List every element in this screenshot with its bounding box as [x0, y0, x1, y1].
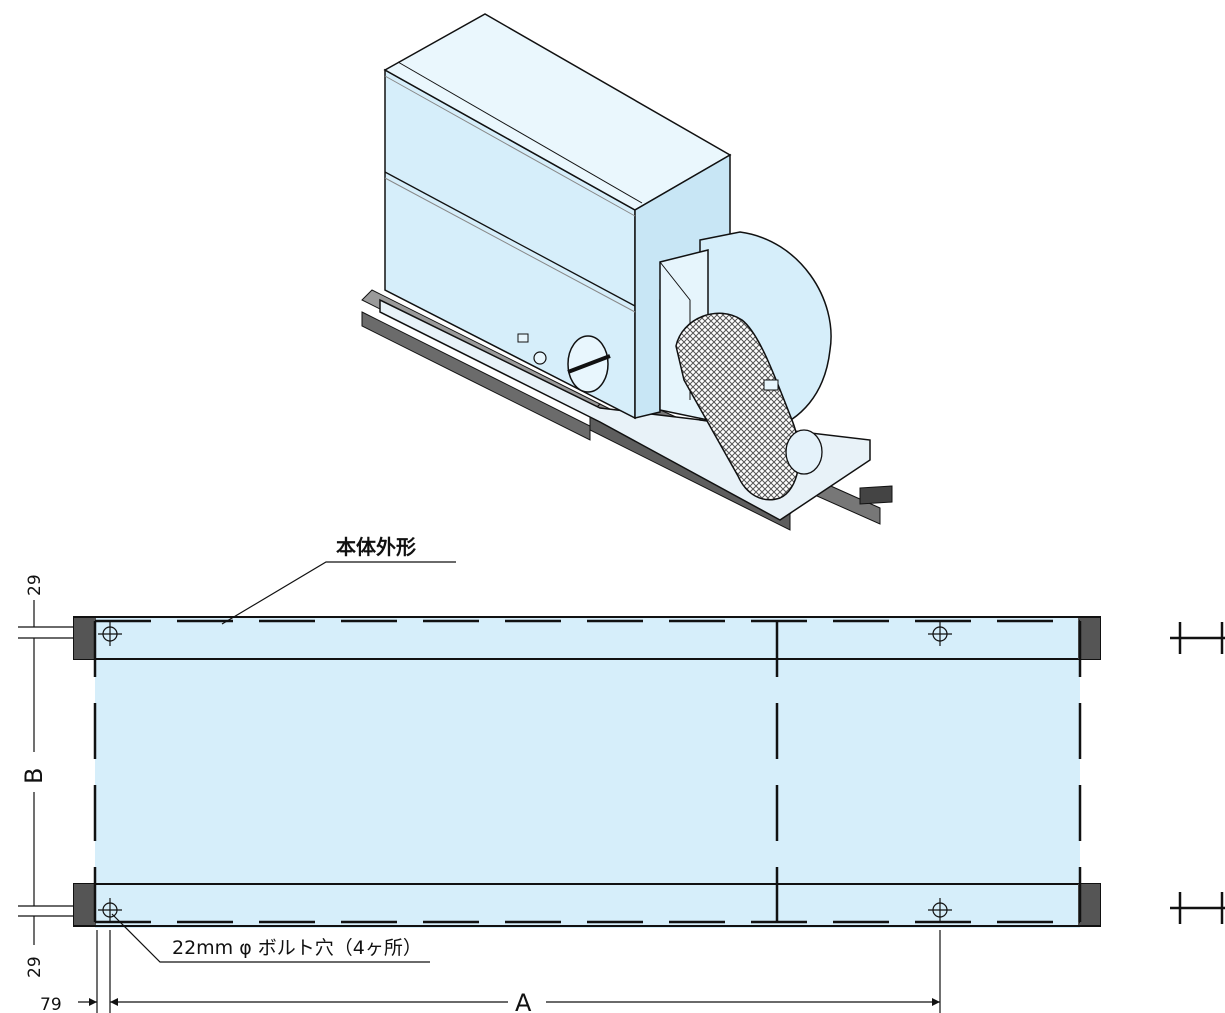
- bolt-hole-crosshair-icon: [928, 898, 952, 922]
- body-outline-area: [95, 620, 1080, 928]
- body-outline-label: 本体外形: [336, 535, 416, 559]
- bolt-hole-crosshair-icon: [928, 622, 952, 646]
- rail-bottom: [73, 883, 1101, 927]
- bolt-hole-label: 22mm φ ボルト穴（4ヶ所）: [172, 937, 422, 959]
- dim-span-a: A: [515, 989, 532, 1013]
- motor: [785, 429, 823, 475]
- h-beam-icon: [1170, 892, 1225, 924]
- h-beam-icon: [1170, 622, 1225, 654]
- bolt-hole-leader: 22mm φ ボルト穴（4ヶ所）: [111, 913, 430, 963]
- isometric-unit-view: [361, 13, 893, 531]
- rail-top: [73, 616, 1101, 660]
- dim-span-b: B: [20, 768, 48, 784]
- bolt-hole-crosshair-icon: [98, 898, 122, 922]
- dim-left-offset: 79: [40, 995, 62, 1013]
- body-outline-leader: 本体外形: [221, 535, 456, 625]
- dim-bottom-offset: 29: [25, 956, 45, 978]
- dimension-lines: [18, 600, 941, 1013]
- bolt-hole-crosshair-icon: [98, 622, 122, 646]
- belt-guard: [675, 312, 800, 501]
- plan-view: [73, 616, 1225, 928]
- dim-top-offset: 29: [25, 574, 45, 596]
